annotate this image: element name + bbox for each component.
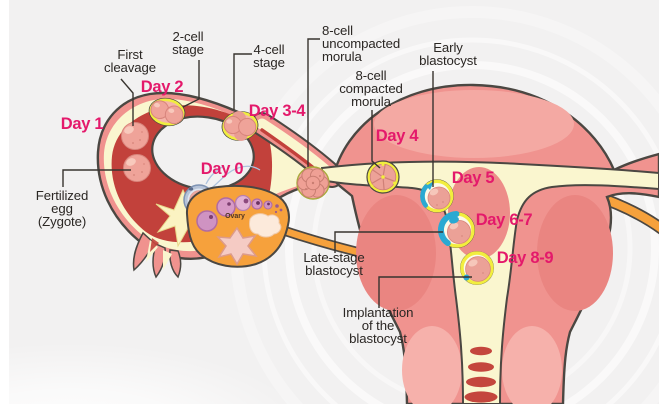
leader-8-cell-compacted (371, 110, 381, 169)
day-label-5: Day 5 (451, 169, 495, 187)
leader-8-cell-uncompacted (307, 38, 320, 167)
day-label-6-7: Day 6-7 (475, 211, 533, 229)
embryo-zygote-day1-icon (121, 122, 149, 150)
ovary-label: Ovary (225, 213, 245, 220)
lower-wall-right (502, 326, 562, 404)
cervix-folds (464, 346, 498, 403)
embryo-implanting-blastocyst-icon (460, 251, 494, 285)
embryo-early-blastocyst-icon (420, 179, 454, 213)
leader-2-cell (182, 60, 200, 108)
leader-implantation (378, 276, 472, 308)
corpus-albicans-icon (249, 213, 282, 238)
embryo-compacted-morula-icon (366, 160, 400, 194)
leader-4-cell (233, 53, 252, 110)
label-8-cell-compacted-morula: 8-cell compacted morula (339, 68, 403, 109)
follicle-icon (216, 197, 236, 217)
embryo-2-cell-icon (148, 97, 186, 127)
fundus-highlight (374, 90, 574, 158)
leader-first-cleavage (120, 78, 134, 126)
uterine-cavity (321, 160, 659, 404)
label-2-cell-stage: 2-cell stage (172, 29, 204, 57)
day-label-0: Day 0 (200, 160, 244, 178)
embryo-fertilized-egg-icon (123, 154, 151, 182)
label-implantation: Implantation of the blastocyst (342, 305, 414, 346)
day-label-2: Day 2 (140, 78, 184, 96)
embryo-late-blastocyst-icon (438, 211, 475, 248)
ovary-shape (185, 184, 290, 268)
corpus-luteum-icon (216, 226, 258, 266)
label-early-blastocyst: Early blastocyst (419, 40, 477, 68)
leader-late-stage-blastocyst (334, 231, 443, 253)
myometrium-right (537, 195, 613, 311)
label-late-stage-blastocyst: Late-stage blastocyst (303, 250, 365, 278)
label-fertilized-egg: Fertilized egg (Zygote) (35, 188, 89, 229)
leader-fertilized-egg (62, 169, 131, 187)
corner-glow (0, 342, 302, 404)
day-label-1: Day 1 (60, 115, 104, 133)
myometrium-left (356, 195, 436, 311)
day-label-4: Day 4 (375, 127, 419, 145)
follicle-icon (234, 194, 252, 212)
embryo-4-cell-icon (221, 111, 259, 141)
uterus-shape (321, 83, 659, 404)
label-4-cell-stage: 4-cell stage (253, 42, 285, 70)
lower-wall-left (402, 326, 462, 404)
day-label-8-9: Day 8-9 (496, 249, 554, 267)
label-first-cleavage: First cleavage (104, 47, 156, 75)
day-label-3-4: Day 3-4 (248, 102, 306, 120)
embryo-uncompacted-morula-icon (296, 166, 330, 200)
label-8-cell-uncompacted-morula: 8-cell uncompacted morula (322, 23, 401, 64)
